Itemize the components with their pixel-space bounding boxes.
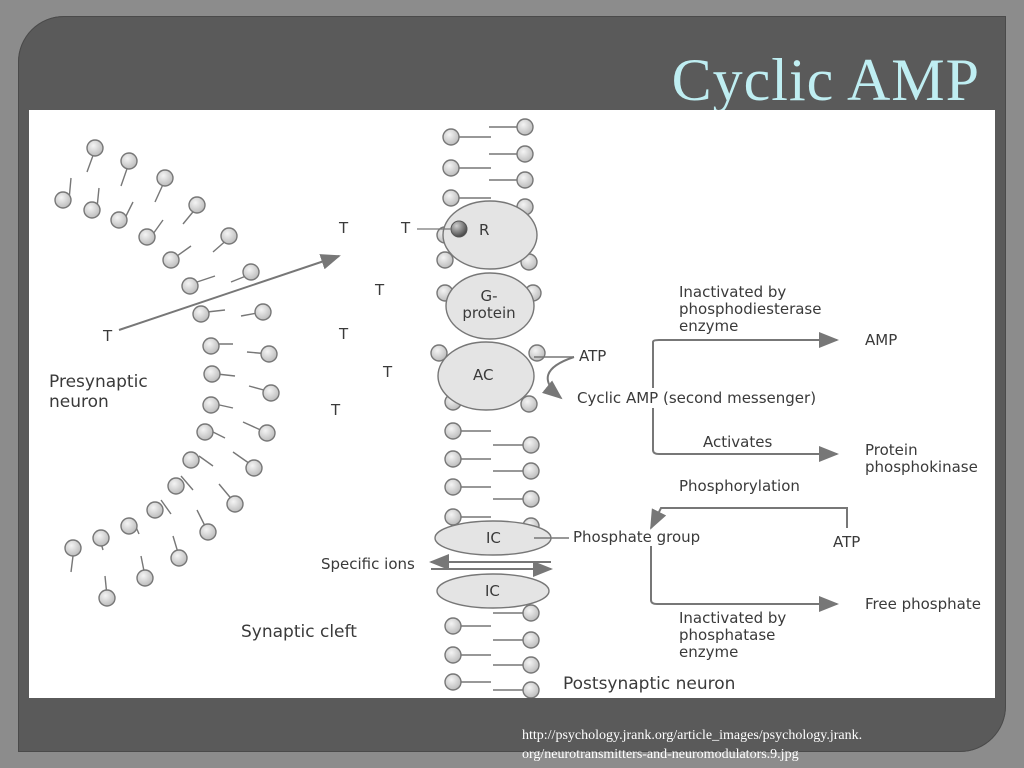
lipid xyxy=(203,365,236,383)
phosphorylation-label: Phosphorylation xyxy=(679,477,800,495)
ic-label-bottom: IC xyxy=(485,582,500,600)
lipid-row xyxy=(444,478,540,508)
transmitter-T: T xyxy=(401,219,411,237)
lipid xyxy=(196,423,226,441)
lipid xyxy=(136,555,154,587)
lipid xyxy=(246,345,278,363)
lipid-row xyxy=(442,171,534,207)
protein-phosphokinase-label: Protein phosphokinase xyxy=(865,441,978,476)
camp-branch xyxy=(652,332,839,388)
lipid xyxy=(196,509,217,541)
lipid-row xyxy=(444,422,540,454)
phosphate-group-label: Phosphate group xyxy=(573,528,701,546)
lipid xyxy=(232,451,263,477)
lipid xyxy=(98,575,116,607)
lipid xyxy=(86,139,104,173)
free-phosphate-label: Free phosphate xyxy=(865,595,981,613)
lipid xyxy=(120,152,138,187)
lipid-row xyxy=(442,118,534,146)
ion-channel-bottom xyxy=(436,573,550,609)
lipid-row xyxy=(436,251,538,271)
g-protein-label: G- protein xyxy=(462,287,516,322)
lipid-row xyxy=(444,450,540,480)
postsynaptic-neuron-label: Postsynaptic neuron xyxy=(563,674,736,694)
synaptic-cleft-label: Synaptic cleft xyxy=(241,622,357,642)
lipid-row xyxy=(493,604,540,622)
lipid xyxy=(170,535,188,567)
lipid-row xyxy=(444,617,540,649)
g-protein xyxy=(445,272,535,340)
lipid xyxy=(202,337,233,355)
atp2-label: ATP xyxy=(833,533,861,551)
lipid xyxy=(181,275,216,295)
slide-title: Cyclic AMP xyxy=(671,47,980,113)
atp-to-camp-arrow xyxy=(541,356,575,400)
inactivated-pde-label: Inactivated by phosphodiesterase enzyme xyxy=(679,283,822,335)
presynaptic-neuron-label: Presynaptic neuron xyxy=(49,372,148,412)
camp-activates xyxy=(652,408,839,462)
cyclic-amp-label: Cyclic AMP (second messenger) xyxy=(577,389,817,407)
lipid xyxy=(120,517,140,535)
lipid xyxy=(83,187,101,219)
lipid xyxy=(182,451,214,469)
transmitter-T: T xyxy=(339,219,349,237)
ac-label: AC xyxy=(473,366,494,384)
lipid xyxy=(167,475,194,495)
lipid xyxy=(92,529,110,551)
activates-label: Activates xyxy=(703,433,773,451)
lipid xyxy=(64,539,82,573)
lipid-row xyxy=(442,145,534,177)
atp-label: ATP xyxy=(579,347,607,365)
lipid xyxy=(248,384,280,402)
transmitter-T: T xyxy=(331,401,341,419)
presynaptic-membrane xyxy=(54,139,280,607)
amp-label: AMP xyxy=(865,331,898,349)
adenylate-cyclase xyxy=(437,341,535,411)
diagram-canvas xyxy=(54,118,848,698)
transmitter-release-arrow xyxy=(118,254,341,331)
lipid-row xyxy=(444,673,540,698)
inactivated-phosphatase-label: Inactivated by phosphatase enzyme xyxy=(679,609,787,661)
lipid xyxy=(242,421,276,442)
transmitter-T: T xyxy=(339,325,349,343)
lipid xyxy=(212,227,238,253)
lipid xyxy=(154,169,174,203)
lipid xyxy=(54,177,72,209)
lipid xyxy=(162,245,192,269)
receptor-R xyxy=(442,200,538,270)
lipid xyxy=(146,499,172,519)
postsynaptic-membrane xyxy=(430,118,546,698)
lipid-row xyxy=(444,646,540,674)
specific-ions-label: Specific ions xyxy=(321,555,415,573)
lipid xyxy=(138,219,164,246)
arrows xyxy=(118,228,848,612)
lipid xyxy=(192,305,226,323)
lipid xyxy=(230,263,260,283)
phosphate-to-free xyxy=(650,546,839,612)
source-link[interactable]: http://psychology.jrank.org/article_imag… xyxy=(522,728,863,762)
diagram-panel: T T T T T T T Presynaptic neuron Postsyn… xyxy=(29,110,995,698)
lipid xyxy=(240,303,272,321)
receptor-label: R xyxy=(479,221,490,239)
lipid xyxy=(182,196,206,225)
lipid xyxy=(218,483,244,513)
ic-label-top: IC xyxy=(486,529,501,547)
transmitter-T: T xyxy=(375,281,385,299)
phosphorylation-arrow xyxy=(650,507,848,530)
lipid xyxy=(110,201,134,229)
transmitter-T: T xyxy=(103,327,113,345)
lipid xyxy=(202,396,234,414)
neurotransmitter-bound xyxy=(450,220,468,238)
transmitter-T: T xyxy=(383,363,393,381)
